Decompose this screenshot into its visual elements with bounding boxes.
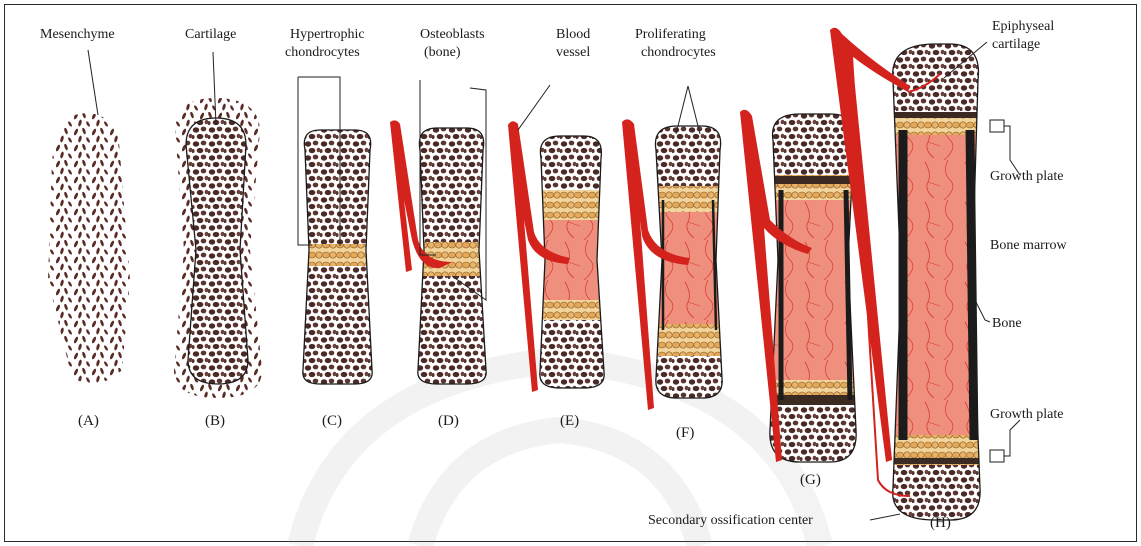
label-osteoblasts-1: Osteoblasts xyxy=(420,27,485,42)
label-epiphyseal-1: Epiphyseal xyxy=(992,19,1054,34)
stage-label-d: (D) xyxy=(438,413,459,429)
label-proliferating-2: chondrocytes xyxy=(641,45,716,60)
label-epiphyseal-2: cartilage xyxy=(992,37,1040,52)
stage-g-bone xyxy=(740,110,865,462)
stage-label-b: (B) xyxy=(205,413,225,429)
label-secondary-ossification: Secondary ossification center xyxy=(648,513,813,528)
stage-label-c: (C) xyxy=(322,413,342,429)
label-proliferating-1: Proliferating xyxy=(635,27,706,42)
stage-label-f: (F) xyxy=(676,425,694,441)
label-cartilage: Cartilage xyxy=(185,27,236,42)
label-blood-1: Blood xyxy=(556,27,590,42)
label-blood-2: vessel xyxy=(556,45,590,60)
label-mesenchyme: Mesenchyme xyxy=(40,27,115,42)
label-hypertrophic-1: Hypertrophic xyxy=(290,27,365,42)
label-hypertrophic-2: chondrocytes xyxy=(285,45,360,60)
label-bone-marrow: Bone marrow xyxy=(990,238,1067,253)
stage-d-bone xyxy=(390,120,495,384)
stage-a-mesenchyme xyxy=(48,113,130,383)
label-osteoblasts-2: (bone) xyxy=(424,45,461,60)
stage-b-cartilage xyxy=(174,98,262,398)
stage-label-h: (H) xyxy=(930,515,951,531)
stage-label-e: (E) xyxy=(560,413,579,429)
stage-label-g: (G) xyxy=(800,472,821,488)
stage-h-bone xyxy=(830,28,1004,520)
label-growth-plate-bottom: Growth plate xyxy=(990,407,1063,422)
label-growth-plate-top: Growth plate xyxy=(990,169,1063,184)
label-bone: Bone xyxy=(992,316,1022,331)
stage-label-a: (A) xyxy=(78,413,99,429)
